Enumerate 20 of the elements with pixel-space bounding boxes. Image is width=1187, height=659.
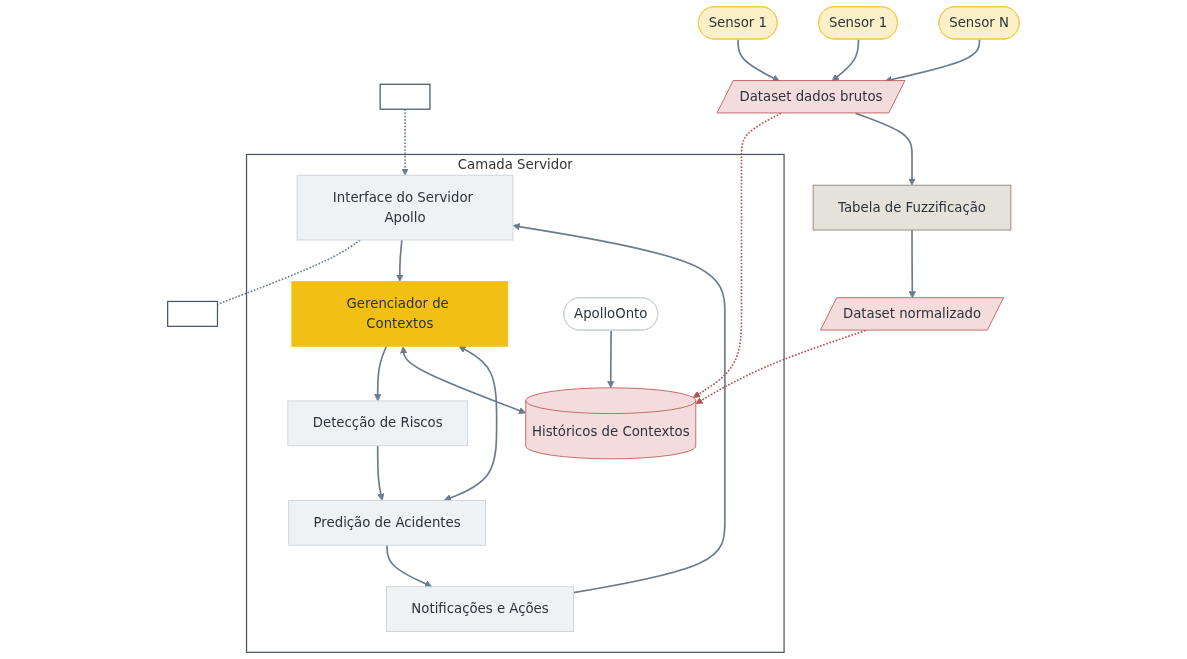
arrow	[396, 239, 404, 282]
arrow	[831, 38, 860, 82]
node-box	[167, 300, 219, 327]
arrow	[374, 345, 388, 402]
node-box: Predição de Acidentes	[288, 499, 487, 546]
arrow	[854, 112, 916, 186]
arrow	[908, 229, 917, 299]
node-box: Gerenciador de Contextos	[291, 281, 509, 347]
node-box: Notificações e Ações	[386, 586, 575, 632]
arrow	[444, 345, 498, 502]
arrow	[607, 329, 615, 389]
node-box: Detecção de Riscos	[287, 400, 469, 447]
arrow	[512, 223, 726, 594]
node-box: Tabela de Fuzzificação	[812, 184, 1012, 231]
node-box	[379, 83, 431, 110]
arrow	[386, 544, 433, 588]
arrow	[400, 346, 527, 414]
arrow	[376, 444, 385, 501]
node-box: Interface do Servidor Apollo	[296, 174, 514, 241]
arrow	[737, 38, 780, 82]
